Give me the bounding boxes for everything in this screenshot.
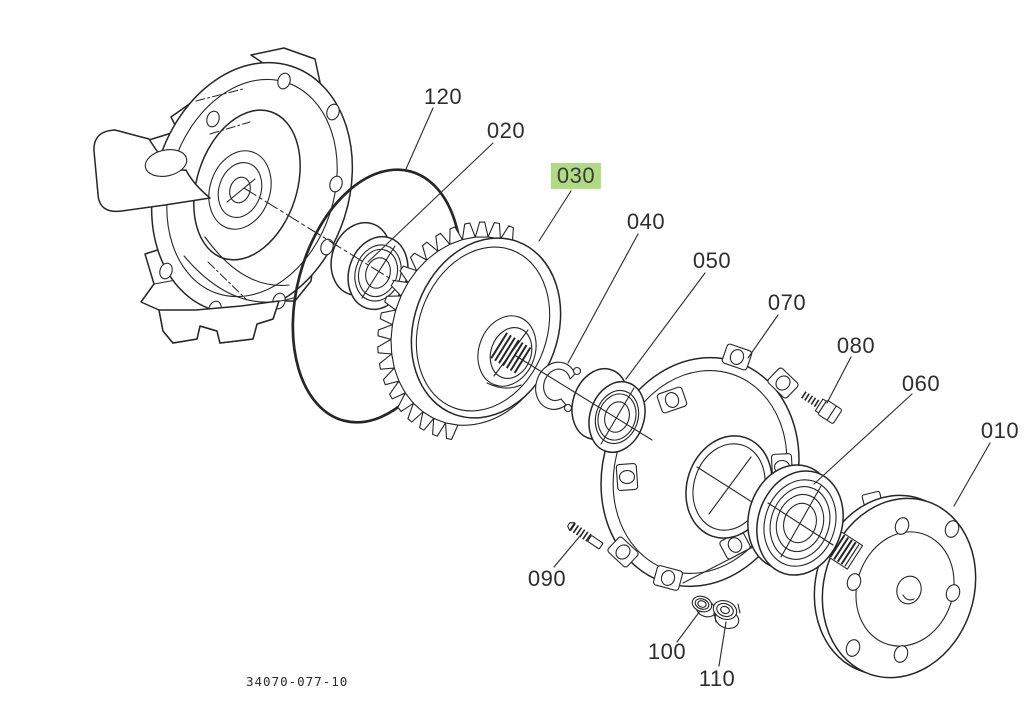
- assembly-reference-line: [682, 546, 754, 584]
- leader-010: [953, 442, 991, 507]
- leader-110: [718, 621, 727, 667]
- leader-090: [553, 535, 581, 568]
- center-axis-line: [243, 187, 471, 329]
- part-label-120[interactable]: 120: [423, 83, 463, 109]
- part-label-010[interactable]: 010: [980, 417, 1020, 443]
- center-axis-line-2: [515, 355, 653, 441]
- leader-040: [567, 233, 639, 364]
- gear-teeth: [377, 221, 514, 440]
- gear-hub: [477, 315, 537, 387]
- cover-lugs: [607, 343, 799, 591]
- part-label-060[interactable]: 060: [901, 370, 941, 396]
- part-label-070[interactable]: 070: [767, 289, 807, 315]
- part-label-050[interactable]: 050: [692, 247, 732, 273]
- leader-050: [625, 272, 706, 380]
- bearing-060: [747, 464, 844, 576]
- leader-060: [813, 393, 913, 485]
- part-label-090[interactable]: 090: [527, 565, 567, 591]
- gear-splined-bore: [489, 327, 533, 379]
- part-label-030-highlighted[interactable]: 030: [550, 162, 602, 190]
- leader-120: [405, 107, 434, 170]
- leader-030: [538, 190, 572, 242]
- leader-lines: [367, 107, 991, 667]
- flange-bolt-holes: [845, 517, 961, 663]
- part-label-040[interactable]: 040: [626, 208, 666, 234]
- bolt-080: [800, 391, 842, 424]
- part-label-110[interactable]: 110: [698, 665, 736, 691]
- ball-bearing-020: [330, 221, 409, 311]
- gear-030: [377, 221, 562, 440]
- leader-080: [826, 356, 852, 404]
- washer-100: [691, 595, 717, 618]
- gear-face: [410, 237, 562, 419]
- part-label-080[interactable]: 080: [836, 332, 876, 358]
- housing-bore: [208, 150, 272, 230]
- leader-070: [747, 314, 779, 359]
- flange-center-hole: [896, 575, 922, 605]
- lug-hole: [144, 149, 188, 177]
- ball-bearing-050: [571, 368, 646, 453]
- flange-face: [855, 531, 955, 647]
- leader-100: [676, 610, 701, 643]
- part-label-100[interactable]: 100: [647, 638, 687, 664]
- stud-090: [567, 522, 604, 550]
- axle-case-housing: [93, 47, 354, 344]
- drawing-number: 34070-077-10: [246, 674, 349, 689]
- leader-020: [367, 142, 494, 263]
- part-label-020[interactable]: 020: [486, 117, 526, 143]
- housing-feet: [158, 300, 280, 344]
- nut-110: [712, 600, 741, 629]
